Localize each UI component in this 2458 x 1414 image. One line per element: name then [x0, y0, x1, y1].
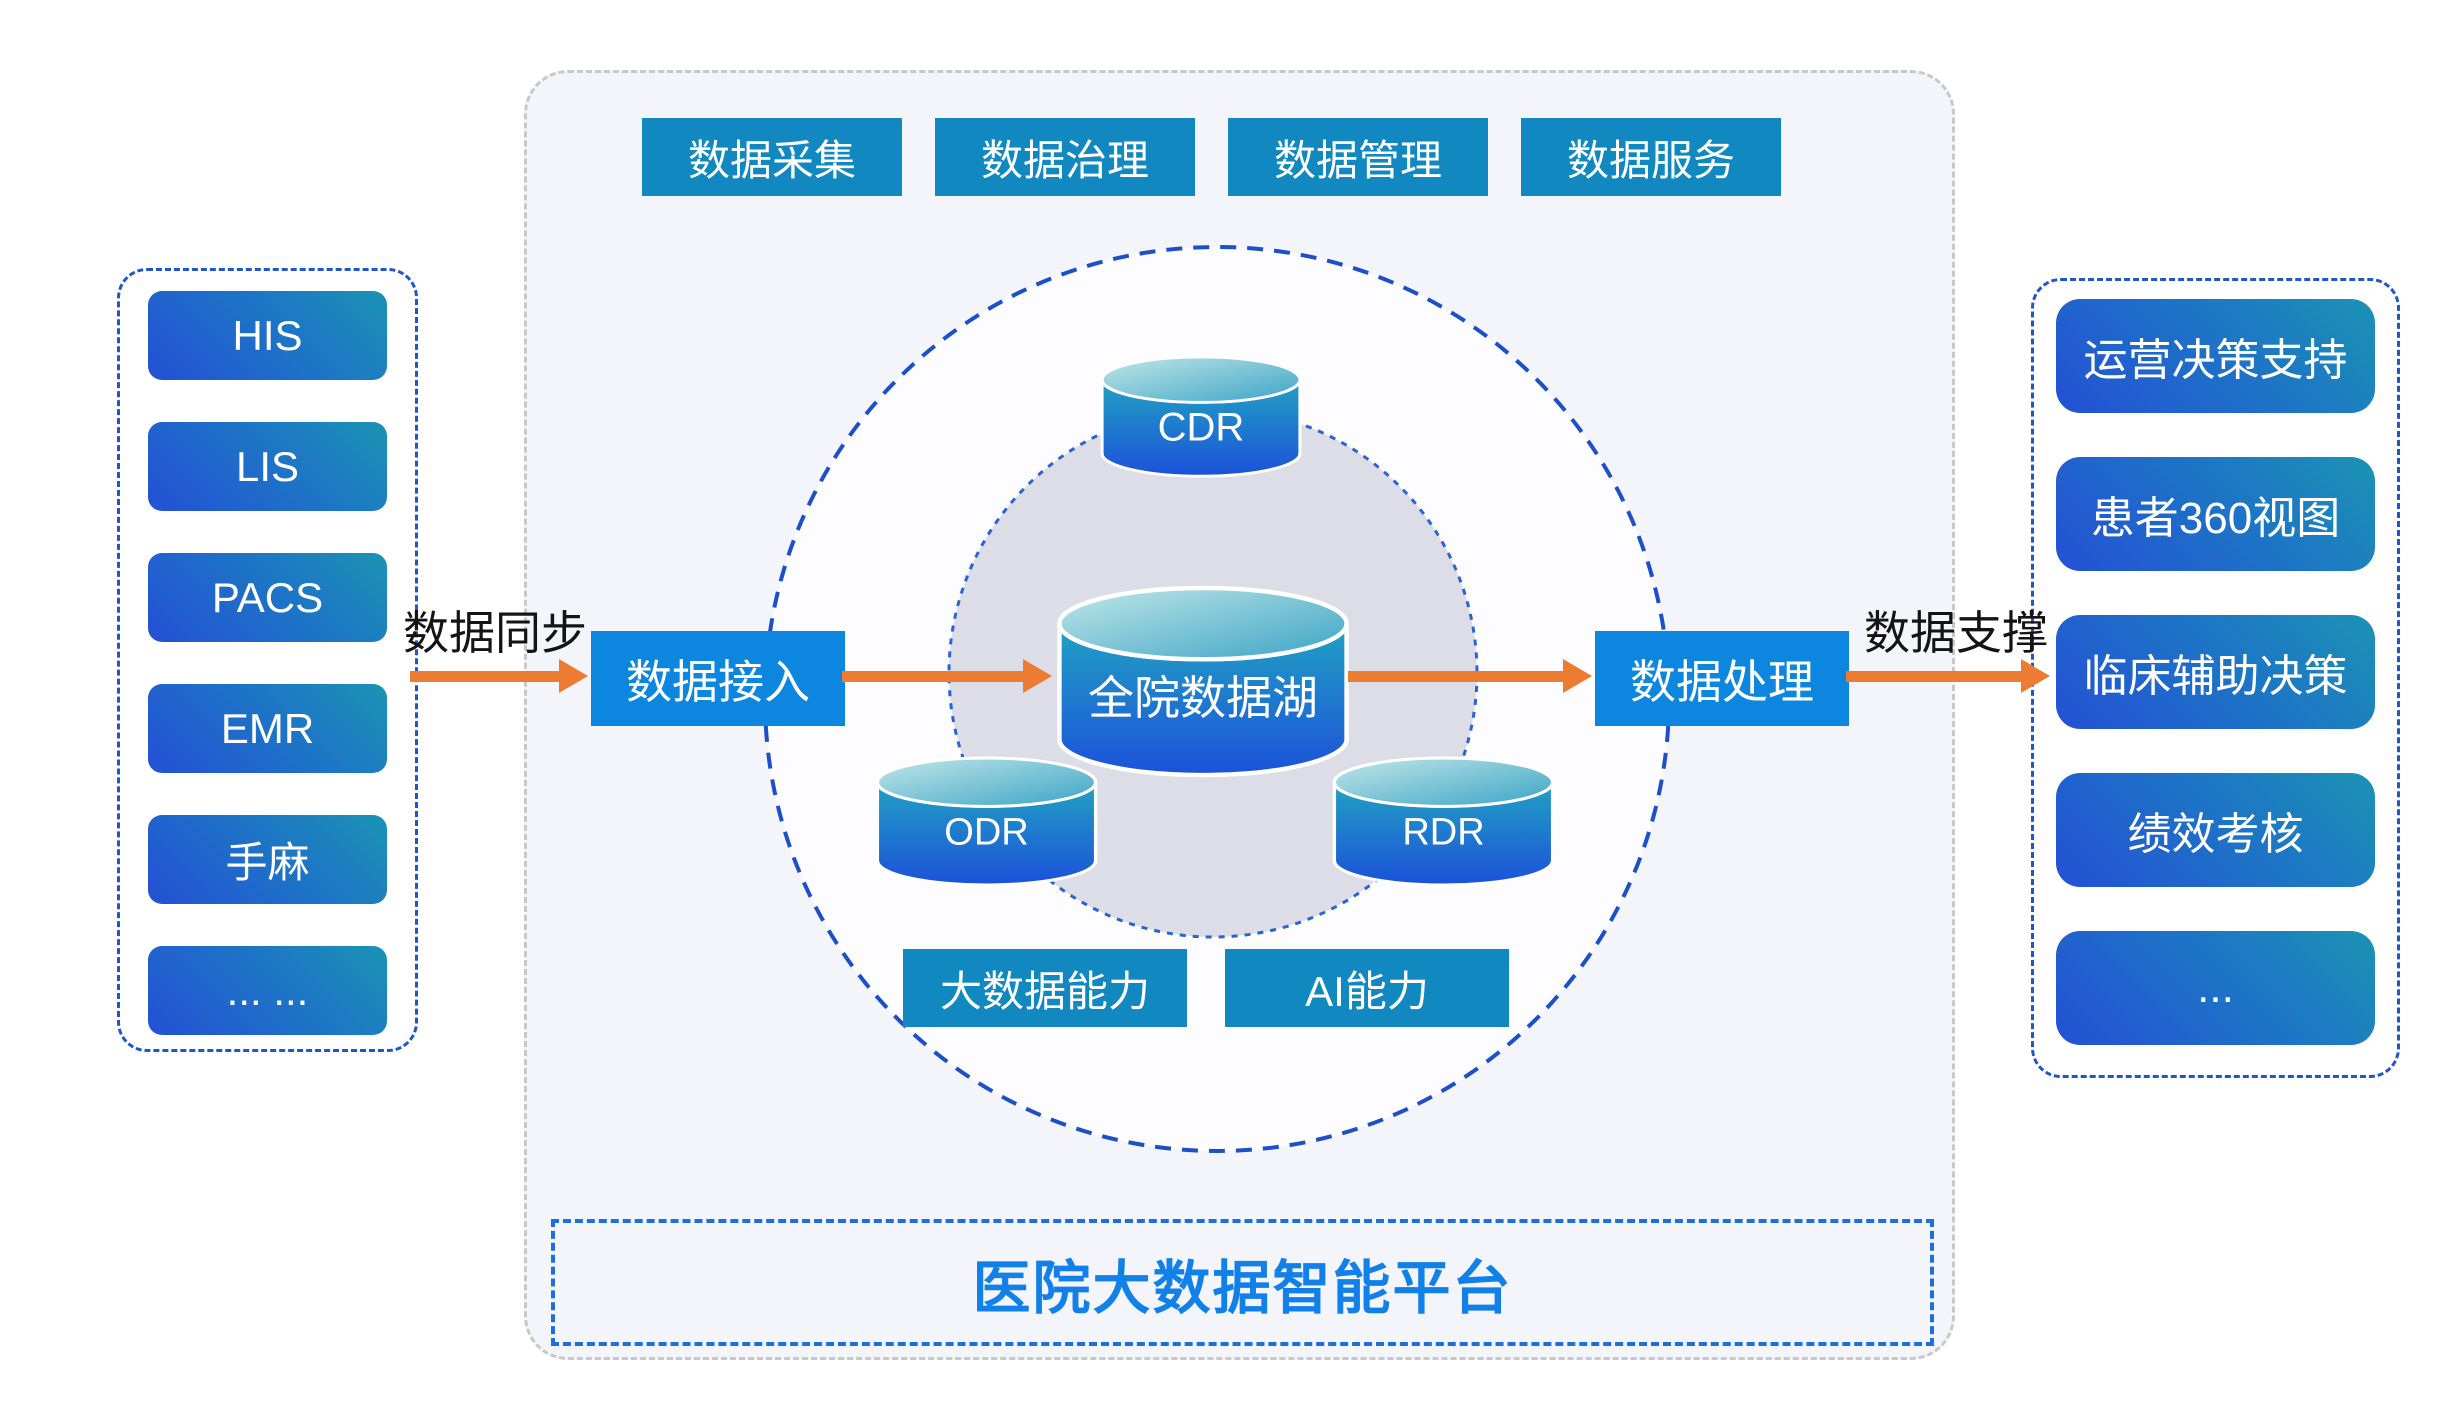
arrow-ingest-to-lake — [842, 659, 1052, 693]
capability-data-service: 数据服务 — [1521, 118, 1781, 196]
data-support-label: 数据支撑 — [1864, 607, 2048, 659]
app-patient-360: 患者360视图 — [2056, 457, 2375, 571]
arrow-lake-to-process — [1348, 659, 1592, 693]
odr-label: ODR — [944, 811, 1029, 854]
arrow-shaft — [1348, 670, 1563, 682]
arrow-sources-to-ingest — [410, 659, 588, 693]
arrow-process-to-apps — [1846, 659, 2050, 693]
app-clinical-decision: 临床辅助决策 — [2056, 615, 2375, 729]
data-ingest-node: 数据接入 — [591, 631, 845, 726]
odr-cylinder: ODR — [874, 756, 1099, 889]
platform-title: 医院大数据智能平台 — [972, 1255, 1513, 1321]
source-system-emr: EMR — [148, 684, 387, 773]
arrow-head — [559, 659, 588, 693]
app-operation-decision: 运营决策支持 — [2056, 299, 2375, 413]
cdr-cylinder: CDR — [1099, 355, 1303, 480]
app-performance-review: 绩效考核 — [2056, 773, 2375, 887]
platform-container: 数据采集 数据治理 数据管理 数据服务 全院数据湖 CDR — [524, 70, 1955, 1360]
source-system-anesthesia: 手麻 — [148, 815, 387, 904]
arrow-head — [1563, 659, 1592, 693]
source-system-pacs: PACS — [148, 553, 387, 642]
app-more: ... — [2056, 931, 2375, 1045]
cdr-label: CDR — [1157, 405, 1245, 449]
platform-title-box: 医院大数据智能平台 — [551, 1219, 1934, 1346]
data-lake-cylinder: 全院数据湖 — [1055, 585, 1351, 781]
source-system-more: ... ... — [148, 946, 387, 1035]
capability-data-management: 数据管理 — [1228, 118, 1488, 196]
capability-data-governance: 数据治理 — [935, 118, 1195, 196]
arrow-shaft — [410, 670, 559, 682]
arrow-shaft — [1846, 670, 2021, 682]
data-lake-label: 全院数据湖 — [1088, 671, 1318, 724]
source-system-his: HIS — [148, 291, 387, 380]
capability-data-collection: 数据采集 — [642, 118, 902, 196]
source-system-lis: LIS — [148, 422, 387, 511]
data-process-node: 数据处理 — [1595, 631, 1849, 726]
rdr-cylinder: RDR — [1331, 756, 1556, 889]
arrow-head — [2021, 659, 2050, 693]
arrow-head — [1023, 659, 1052, 693]
capability-bigdata: 大数据能力 — [903, 949, 1187, 1027]
data-sync-label: 数据同步 — [403, 607, 587, 659]
source-systems-panel: HIS LIS PACS EMR 手麻 ... ... — [117, 268, 418, 1052]
rdr-label: RDR — [1402, 811, 1485, 854]
arrow-shaft — [842, 670, 1023, 682]
capability-ai: AI能力 — [1225, 949, 1509, 1027]
applications-panel: 运营决策支持 患者360视图 临床辅助决策 绩效考核 ... — [2031, 278, 2400, 1078]
